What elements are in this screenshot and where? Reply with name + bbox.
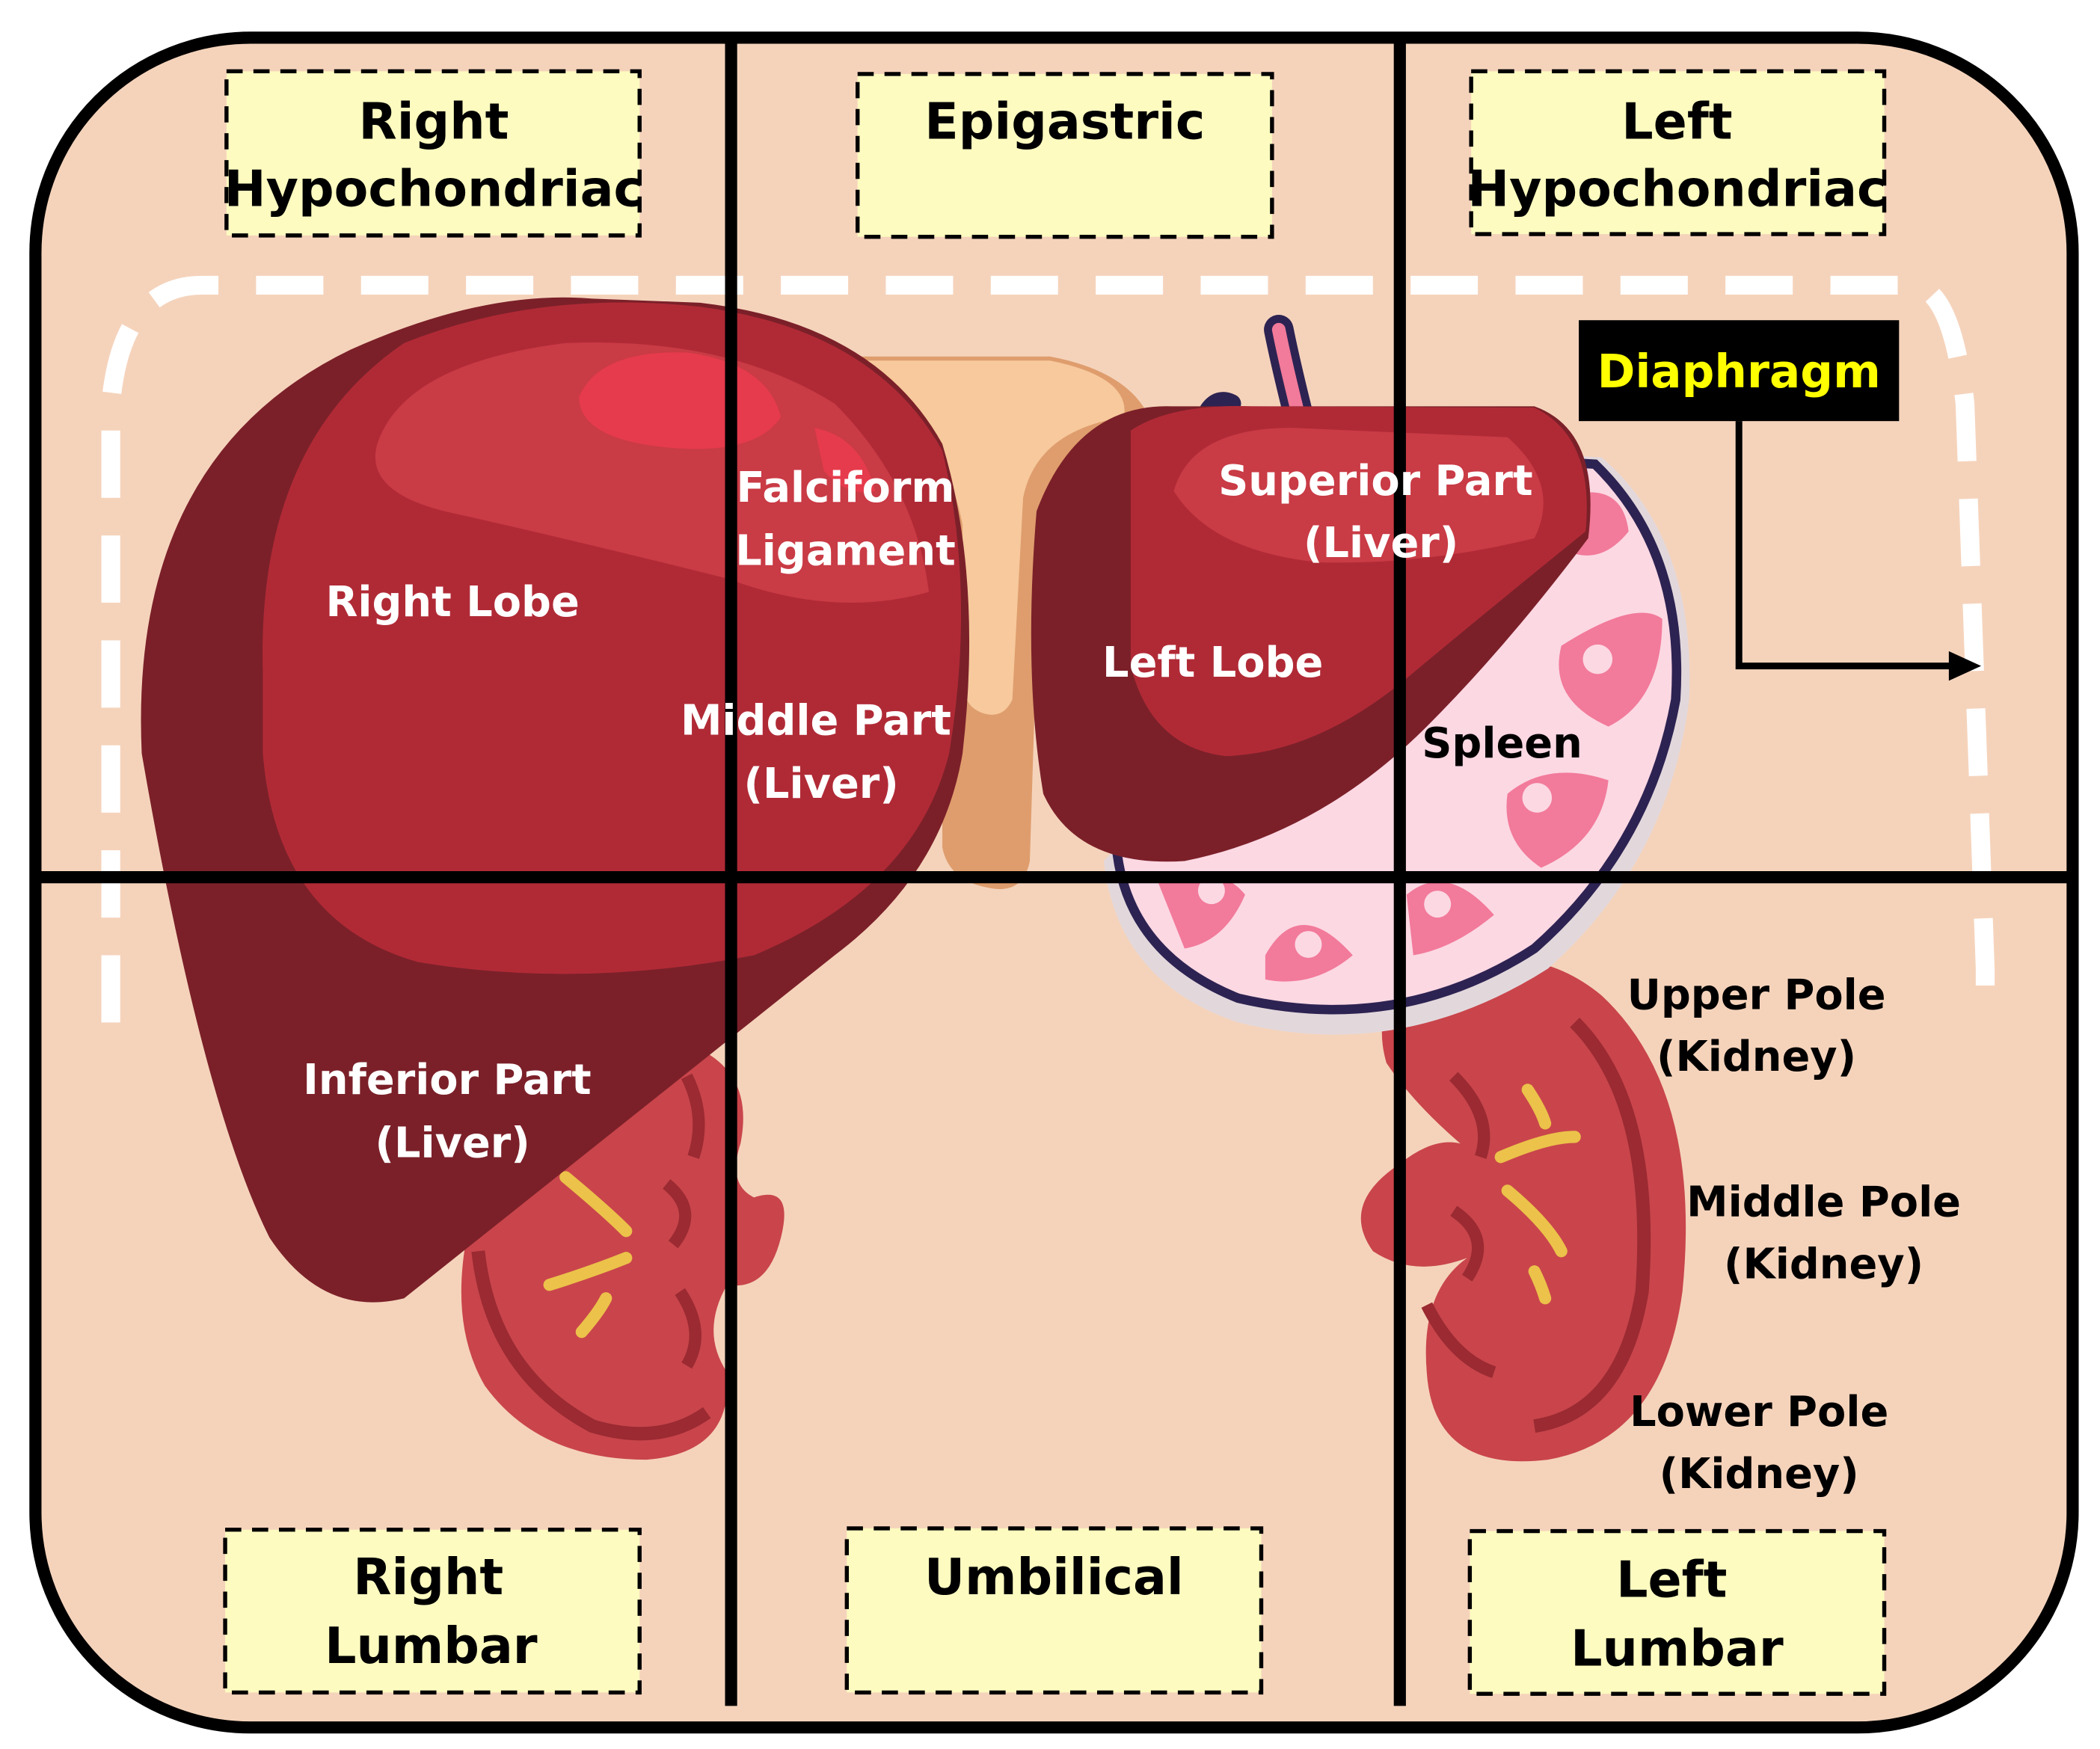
region-label-line: Hypochondriac <box>1467 159 1886 218</box>
region-label-right-hypochondriac: Right Hypochondriac <box>224 69 643 238</box>
left-kidney <box>1360 958 1686 1462</box>
upper-pole-label-line1: Upper Pole <box>1627 971 1886 1019</box>
diaphragm-outline <box>101 275 1995 1023</box>
region-label-line: Lumbar <box>1571 1619 1784 1677</box>
liver-left-lobe <box>1031 406 1591 862</box>
blood-vessel <box>1271 322 1306 424</box>
region-label-left-lumbar: Left Lumbar <box>1467 1528 1887 1696</box>
liver-right-lobe <box>141 297 970 1303</box>
region-label-left-hypochondriac: Left Hypochondriac <box>1467 69 1886 236</box>
region-label-line: Left <box>1616 1551 1727 1609</box>
spleen-spot <box>1559 612 1662 727</box>
middle-pole-label-line2: (Kidney) <box>1724 1240 1924 1288</box>
region-grid <box>37 40 2070 1706</box>
falciform-label-line1: Falciform <box>737 464 955 512</box>
middle-pole-label-line1: Middle Pole <box>1686 1178 1961 1227</box>
diaphragm-text: Diaphragm <box>1597 345 1881 399</box>
region-label-line: Umbilical <box>924 1548 1184 1606</box>
middle-part-label-line1: Middle Part <box>681 696 951 745</box>
lower-pole-label-line1: Lower Pole <box>1630 1388 1888 1436</box>
outer-border <box>29 31 2079 1734</box>
region-label-line: Left <box>1621 92 1732 150</box>
region-label-right-lumbar: Right Lumbar <box>223 1528 642 1695</box>
middle-part-label-line2: (Liver) <box>743 760 898 808</box>
left-lobe-label: Left Lobe <box>1102 639 1323 687</box>
superior-part-label-line2: (Liver) <box>1304 519 1458 568</box>
region-label-line: Right <box>358 92 509 150</box>
diaphragm-arrow <box>1735 421 1982 681</box>
diaphragm-label: Diaphragm <box>1579 320 1900 422</box>
right-lobe-label: Right Lobe <box>325 578 579 627</box>
region-label-line: Right <box>353 1548 503 1606</box>
region-label-line: Epigastric <box>924 92 1205 150</box>
region-label-line: Hypochondriac <box>224 159 643 218</box>
region-label-line: Lumbar <box>325 1617 538 1675</box>
spleen-label: Spleen <box>1422 719 1582 768</box>
inferior-part-label-line2: (Liver) <box>375 1119 529 1167</box>
upper-pole-label-line2: (Kidney) <box>1657 1033 1856 1081</box>
lower-pole-label-line2: (Kidney) <box>1660 1450 1859 1499</box>
region-label-epigastric: Epigastric <box>856 72 1274 239</box>
inferior-part-label-line1: Inferior Part <box>303 1056 592 1104</box>
superior-part-label-line1: Superior Part <box>1218 457 1533 505</box>
region-label-umbilical: Umbilical <box>844 1526 1264 1695</box>
falciform-label-line2: Ligament <box>735 527 955 576</box>
